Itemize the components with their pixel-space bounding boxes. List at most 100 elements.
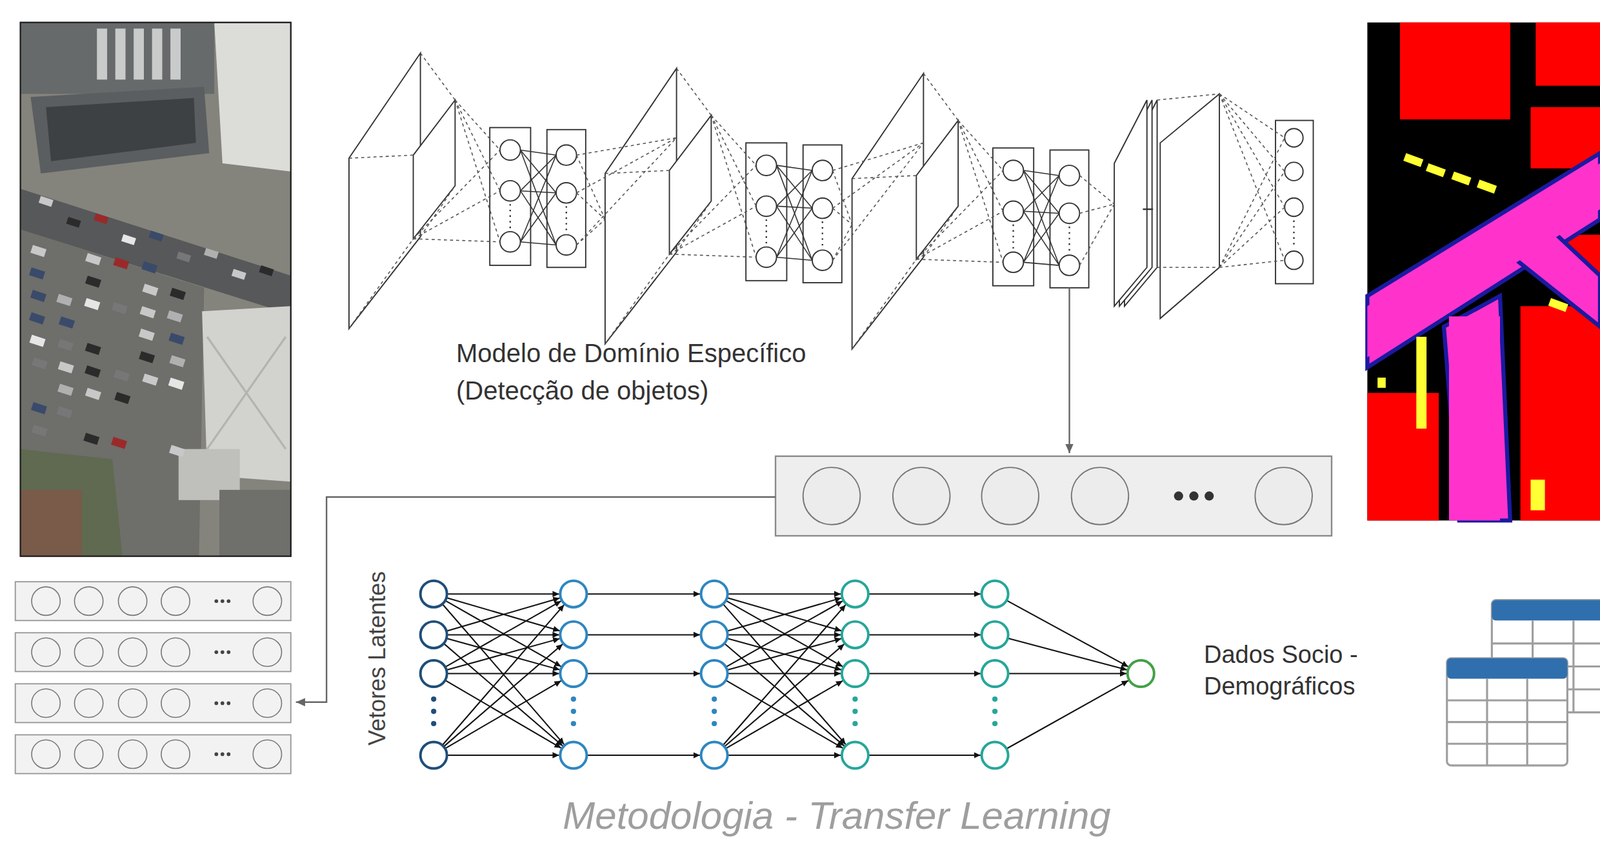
car	[110, 436, 128, 450]
car	[85, 252, 102, 266]
dotted-ellipsis	[765, 219, 768, 246]
ellipsis-dot	[226, 649, 231, 654]
table-header	[1447, 658, 1568, 679]
data-label: Dados Socio - Demográficos	[1203, 638, 1411, 703]
vector-cell	[892, 467, 951, 525]
dashed-link	[576, 219, 606, 246]
vector-cell	[252, 637, 282, 666]
dashed-link	[576, 137, 677, 155]
roof-panel	[152, 28, 163, 80]
dashed-link	[1219, 93, 1285, 171]
vector-cell	[161, 586, 190, 615]
dashed-link	[710, 115, 757, 207]
ellipsis-dot	[430, 720, 437, 726]
net-link	[727, 638, 842, 670]
building-area	[1520, 305, 1600, 520]
neuron	[500, 140, 521, 161]
neuron	[1003, 160, 1024, 181]
neuron	[812, 198, 833, 219]
dashed-link	[958, 120, 1004, 263]
vector-cell	[161, 637, 190, 666]
dashed-link	[349, 238, 414, 329]
neuron	[420, 741, 448, 768]
dashed-link	[958, 120, 1004, 212]
dashed-link	[832, 224, 853, 260]
car	[83, 298, 100, 311]
neuron	[1284, 128, 1303, 147]
vector-cell	[31, 637, 60, 666]
vector-row	[15, 581, 291, 620]
table-grid	[1572, 620, 1575, 712]
dashed-link	[710, 115, 757, 258]
dashed-link	[1219, 207, 1285, 268]
ellipsis-dot	[711, 708, 717, 714]
dense-link	[520, 190, 557, 193]
ellipsis-dot	[220, 701, 225, 706]
dashed-link	[916, 210, 1003, 259]
dashed-link	[676, 200, 712, 252]
net-link	[727, 754, 842, 756]
neuron	[756, 196, 777, 217]
building-area	[1367, 392, 1439, 521]
neuron	[556, 234, 577, 256]
dense-link	[776, 170, 813, 257]
vector-cell	[252, 739, 282, 768]
vector-cell	[74, 586, 103, 615]
car	[168, 332, 185, 345]
car	[30, 244, 47, 257]
car	[66, 216, 82, 228]
net-link	[447, 672, 560, 675]
dashed-link	[576, 137, 677, 193]
dotted-ellipsis	[1292, 220, 1295, 248]
car	[231, 269, 247, 280]
net-link	[1006, 680, 1129, 749]
building-roof	[30, 86, 210, 173]
dense-link	[776, 170, 813, 206]
dashed-link	[1219, 171, 1285, 268]
dense-link	[520, 192, 557, 242]
car	[84, 365, 101, 378]
dashed-link	[923, 73, 959, 121]
car	[140, 305, 157, 319]
car	[168, 377, 185, 390]
dashed-link	[669, 254, 757, 258]
neuron	[841, 741, 869, 768]
road-area	[1449, 316, 1500, 520]
car	[141, 261, 158, 274]
dense-link	[776, 165, 813, 208]
dashed-link	[1157, 266, 1220, 268]
neuron	[420, 580, 448, 608]
feature-map	[413, 100, 456, 239]
ellipsis-dot	[852, 720, 858, 726]
ellipsis-dot	[1204, 490, 1214, 500]
dashed-link	[676, 68, 712, 116]
dashed-link	[1079, 203, 1115, 266]
net-link	[727, 638, 842, 670]
net-link	[442, 604, 565, 746]
table-grid	[1526, 678, 1529, 765]
car-area	[1377, 377, 1386, 388]
net-link	[447, 592, 560, 595]
neuron	[1284, 161, 1303, 180]
net-link	[868, 672, 981, 675]
car	[149, 230, 164, 242]
net-link	[446, 638, 560, 670]
net-link	[727, 597, 842, 631]
net-link	[868, 754, 981, 756]
kernel-mark	[1142, 208, 1153, 210]
table-grid	[1447, 720, 1568, 723]
neuron	[420, 621, 448, 648]
dense-link	[520, 149, 557, 245]
neuron	[420, 660, 448, 687]
dashed-link	[576, 192, 606, 220]
car	[85, 275, 102, 288]
neuron	[981, 741, 1009, 768]
table-icon	[1447, 658, 1568, 766]
cnn-model	[349, 52, 1314, 350]
dense-link	[1023, 210, 1059, 213]
dashed-link	[1219, 260, 1285, 268]
net-link	[723, 604, 846, 746]
dashed-link	[605, 170, 670, 174]
car	[29, 267, 46, 280]
neuron	[981, 621, 1009, 648]
